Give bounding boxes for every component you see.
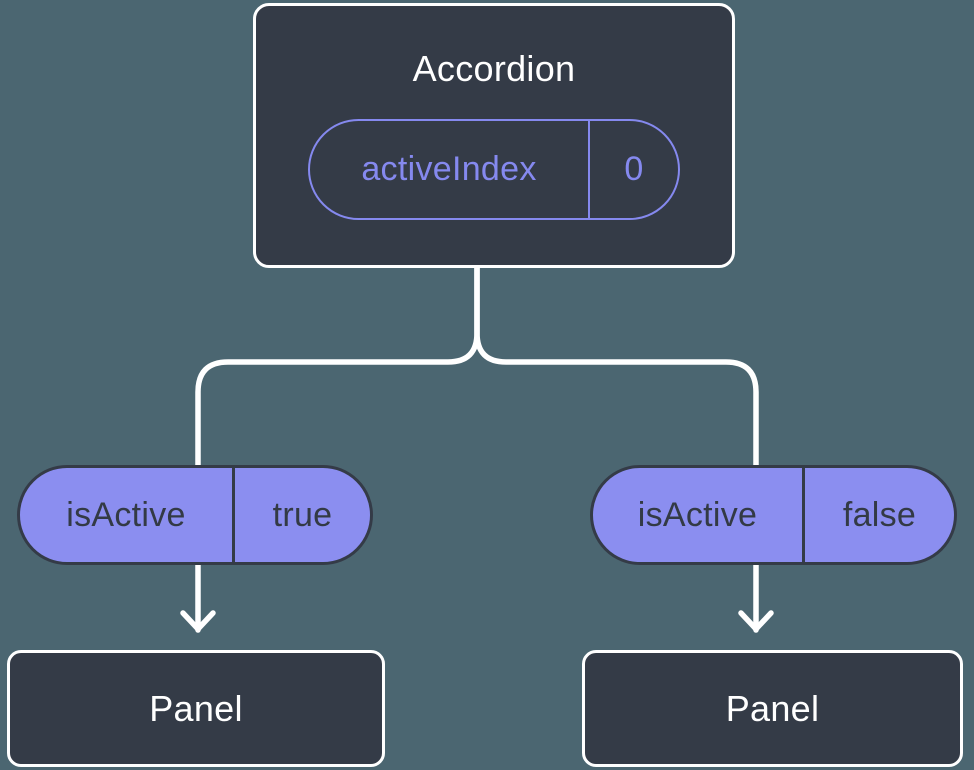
active-index-pill: activeIndex 0: [308, 119, 680, 220]
pill-key: isActive: [20, 468, 235, 562]
pill-key: activeIndex: [310, 121, 590, 218]
accordion-node: Accordion activeIndex 0: [253, 3, 735, 268]
node-title: Accordion: [412, 48, 576, 89]
arrow-down-icon: [180, 610, 216, 632]
panel-label: Panel: [149, 687, 243, 729]
pill-value: 0: [624, 150, 644, 188]
pill-key: isActive: [593, 468, 805, 562]
pill-value: true: [272, 495, 333, 534]
connector-right-branch: [474, 263, 759, 633]
panel-label: Panel: [725, 687, 820, 729]
is-active-pill-true: isActive true: [17, 465, 373, 565]
arrow-down-icon: [738, 610, 774, 632]
panel-node: Panel: [582, 650, 963, 767]
is-active-pill-false: isActive false: [590, 465, 957, 565]
pill-value: false: [842, 495, 917, 534]
panel-node: Panel: [7, 650, 385, 767]
connector-left-branch: [195, 263, 480, 633]
